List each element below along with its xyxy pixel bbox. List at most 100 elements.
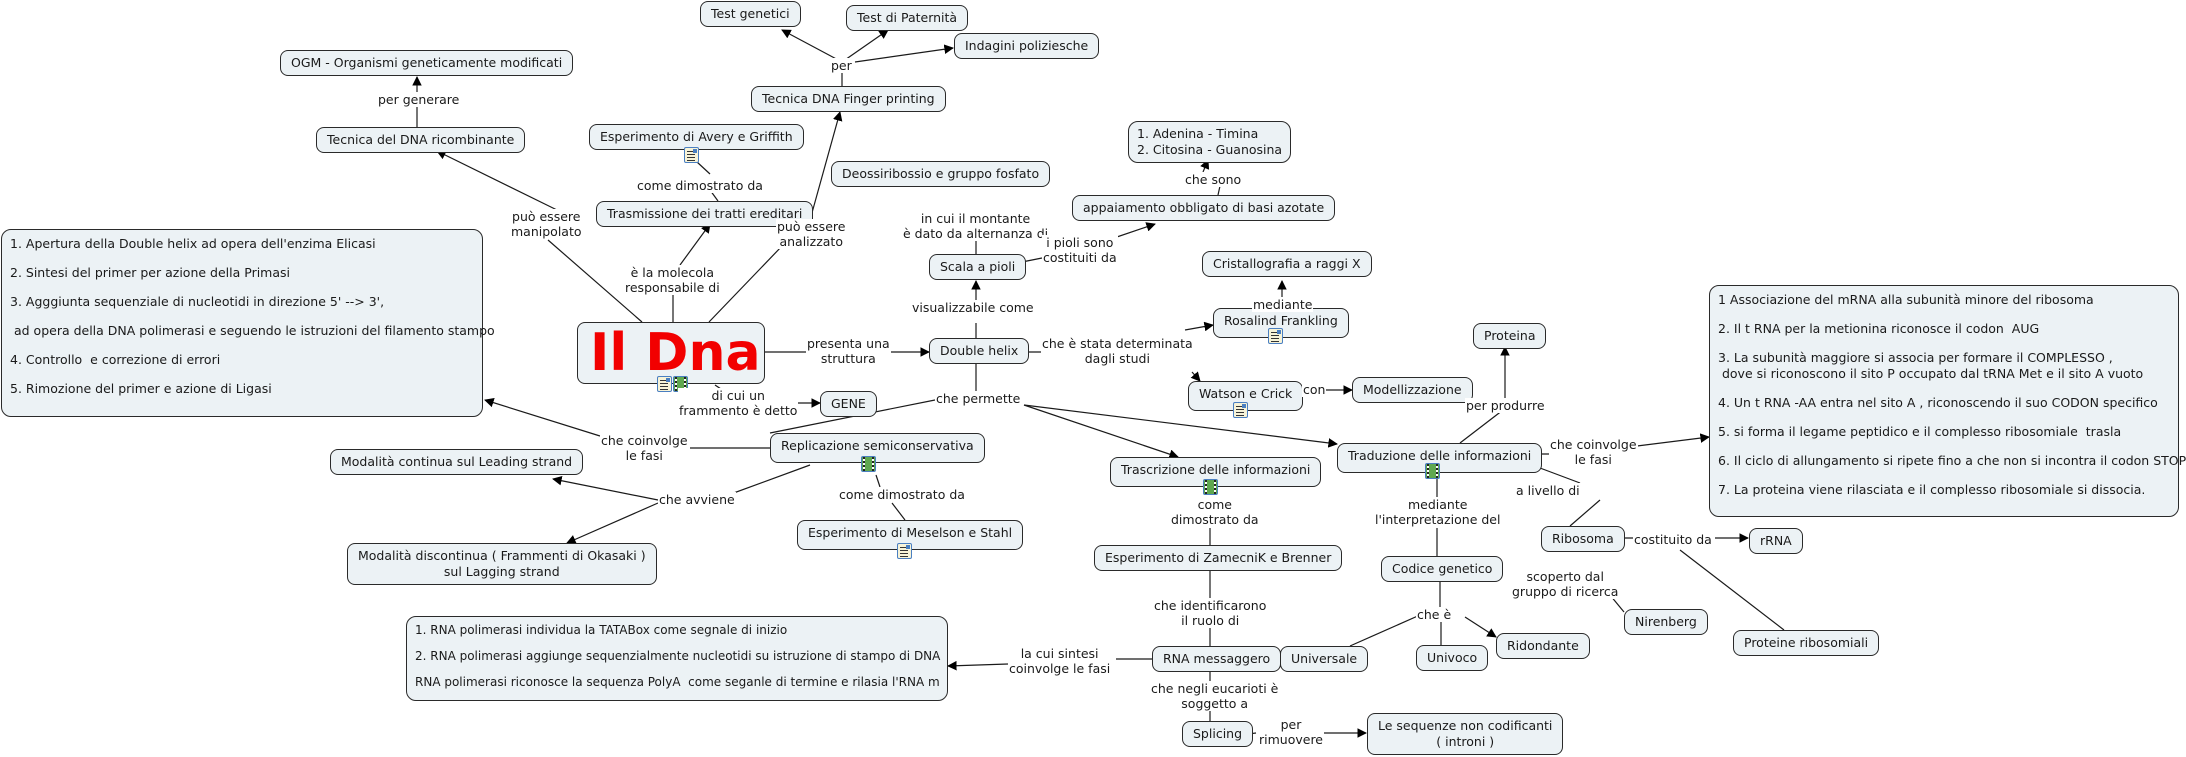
introni-line-2: ( introni ) — [1436, 734, 1495, 749]
connection-line — [436, 150, 558, 211]
connection-line — [1023, 404, 1338, 448]
link-label-mediante: mediante — [1252, 297, 1314, 312]
resource-icons-replicazione[interactable] — [861, 456, 876, 472]
node-cristallografia[interactable]: Cristallografia a raggi X — [1202, 251, 1372, 277]
node-splicing[interactable]: Splicing — [1182, 721, 1254, 747]
trad-fase-5: 5. si forma il legame peptidico e il com… — [1718, 424, 2122, 439]
trad-fase-4: 4. Un t RNA -AA entra nel sito A , ricon… — [1718, 395, 2158, 410]
trascr-fase-2: 2. RNA polimerasi aggiunge sequenzialmen… — [415, 649, 941, 663]
node-zamecnik-brenner[interactable]: Esperimento di ZamecniK e Brenner — [1094, 545, 1343, 571]
resource-icons-trascrizione[interactable] — [1203, 479, 1218, 495]
node-avery-griffith[interactable]: Esperimento di Avery e Griffith — [589, 124, 804, 150]
link-label-con: con — [1302, 382, 1327, 397]
node-ribosoma[interactable]: Ribosoma — [1541, 526, 1625, 552]
node-appaiamento-basi[interactable]: appaiamento obbligato di basi azotate — [1072, 195, 1336, 221]
link-label-come-dimostrato-meselson: come dimostrato da — [838, 487, 966, 502]
link-label-scoperto: scoperto dal gruppo di ricerca — [1511, 569, 1620, 599]
document-icon[interactable] — [1233, 402, 1248, 418]
document-icon[interactable] — [1268, 328, 1283, 344]
trascr-fase-3: RNA polimerasi riconosce la sequenza Pol… — [415, 675, 940, 689]
connection-line — [1679, 549, 1785, 631]
link-label-eucarioti: che negli eucarioti è soggetto a — [1150, 681, 1280, 711]
fase-3: 3. Agggiunta sequenziale di nucleotidi i… — [10, 294, 385, 309]
node-scala-a-pioli[interactable]: Scala a pioli — [929, 254, 1027, 280]
link-label-che-sono: che sono — [1184, 172, 1243, 187]
introni-line-1: Le sequenze non codificanti — [1378, 718, 1553, 733]
connection-line — [696, 161, 711, 175]
link-label-come-dimostrato-zamecnik: come dimostrato da — [1170, 497, 1260, 527]
node-deossiribosio[interactable]: Deossiribossio e gruppo fosfato — [831, 161, 1051, 187]
link-label-mediante-interpretazione: mediante l'interpretazione del — [1374, 497, 1502, 527]
resource-icons-il-dna[interactable] — [657, 376, 688, 392]
node-gene[interactable]: GENE — [820, 391, 877, 417]
document-icon[interactable] — [684, 147, 699, 163]
node-indagini-poliziesche[interactable]: Indagini poliziesche — [954, 33, 1100, 59]
trascr-fase-1: 1. RNA polimerasi individua la TATABox c… — [415, 623, 788, 637]
node-univoco[interactable]: Univoco — [1416, 645, 1489, 671]
node-proteina[interactable]: Proteina — [1473, 323, 1547, 349]
link-label-di-cui: di cui un frammento è detto — [678, 388, 799, 418]
node-lagging-strand[interactable]: Modalità discontinua ( Frammenti di Okas… — [347, 543, 657, 585]
list-replicazione-fasi[interactable]: 1. Apertura della Double helix ad opera … — [1, 229, 495, 417]
connection-line — [809, 111, 843, 221]
trad-fase-1: 1 Associazione del mRNA alla subunità mi… — [1718, 292, 2094, 307]
link-label-per: per — [830, 58, 853, 73]
node-nirenberg[interactable]: Nirenberg — [1624, 609, 1708, 635]
trad-fase-7: 7. La proteina viene rilasciata e il com… — [1718, 482, 2146, 497]
node-rna-messaggero[interactable]: RNA messaggero — [1152, 646, 1282, 672]
resource-icons-traduzione[interactable] — [1425, 463, 1440, 479]
link-label-che-avviene: che avviene — [658, 492, 736, 507]
connection-line — [1184, 321, 1214, 332]
node-replicazione[interactable]: Replicazione semiconservativa — [770, 433, 985, 463]
list-traduzione-fasi[interactable]: 1 Associazione del mRNA alla subunità mi… — [1709, 285, 2186, 517]
video-icon[interactable] — [1425, 463, 1440, 479]
node-ogm[interactable]: OGM - Organismi geneticamente modificati — [280, 50, 574, 76]
node-ridondante[interactable]: Ridondante — [1496, 633, 1590, 659]
node-dna-ricombinante[interactable]: Tecnica del DNA ricombinante — [316, 127, 526, 153]
node-proteine-ribosomiali[interactable]: Proteine ribosomiali — [1733, 630, 1880, 656]
link-label-a-livello-di: a livello di — [1515, 483, 1581, 498]
node-codice-genetico[interactable]: Codice genetico — [1381, 556, 1504, 582]
connection-line — [679, 223, 711, 266]
video-icon[interactable] — [861, 456, 876, 472]
node-rrna[interactable]: rRNA — [1749, 528, 1803, 554]
link-label-per-produrre: per produrre — [1465, 398, 1546, 413]
node-dna-fingerprinting[interactable]: Tecnica DNA Finger printing — [751, 86, 946, 112]
list-trascrizione-fasi[interactable]: 1. RNA polimerasi individua la TATABox c… — [406, 616, 948, 701]
node-introni[interactable]: Le sequenze non codificanti ( introni ) — [1367, 713, 1564, 755]
node-universale[interactable]: Universale — [1280, 646, 1369, 672]
fase-1: 1. Apertura della Double helix ad opera … — [10, 236, 376, 251]
node-trascrizione[interactable]: Trascrizione delle informazioni — [1110, 457, 1322, 487]
node-coppie-basi[interactable]: 1. Adenina - Timina 2. Citosina - Guanos… — [1128, 121, 1292, 163]
central-concept-il-dna[interactable]: Il Dna — [577, 322, 765, 384]
node-test-paternita[interactable]: Test di Paternità — [846, 5, 969, 31]
connection-line — [841, 29, 889, 63]
connection-line — [1217, 185, 1221, 196]
node-leading-strand[interactable]: Modalità continua sul Leading strand — [330, 449, 584, 475]
document-icon[interactable] — [657, 376, 672, 392]
node-test-genetici[interactable]: Test genetici — [700, 1, 801, 27]
trad-fase-6: 6. Il ciclo di allungamento si ripete fi… — [1718, 453, 2186, 468]
node-modellizzazione[interactable]: Modellizzazione — [1352, 377, 1473, 403]
link-label-sintesi: la cui sintesi coinvolge le fasi — [1008, 646, 1112, 676]
connection-line — [547, 239, 643, 323]
link-label-rimuovere: per rimuovere — [1258, 717, 1325, 747]
video-icon[interactable] — [1203, 479, 1218, 495]
connection-line — [1023, 404, 1179, 459]
link-label-analizzato: può essere analizzato — [776, 219, 847, 249]
fase-3b: ad opera della DNA polimerasi e seguendo… — [10, 323, 495, 338]
resource-icons-rosalind[interactable] — [1268, 328, 1283, 344]
document-icon[interactable] — [897, 543, 912, 559]
link-label-identificarono: che identificarono il ruolo di — [1153, 598, 1268, 628]
connection-line — [1190, 371, 1201, 382]
node-watson-crick[interactable]: Watson e Crick — [1188, 381, 1304, 411]
connection-line — [708, 244, 784, 323]
resource-icons-watson[interactable] — [1233, 402, 1248, 418]
node-double-helix[interactable]: Double helix — [929, 338, 1030, 364]
resource-icons-avery[interactable] — [684, 147, 699, 163]
resource-icons-meselson[interactable] — [897, 543, 912, 559]
fase-2: 2. Sintesi del primer per azione della P… — [10, 265, 290, 280]
coppia-1: 1. Adenina - Timina — [1137, 126, 1259, 141]
